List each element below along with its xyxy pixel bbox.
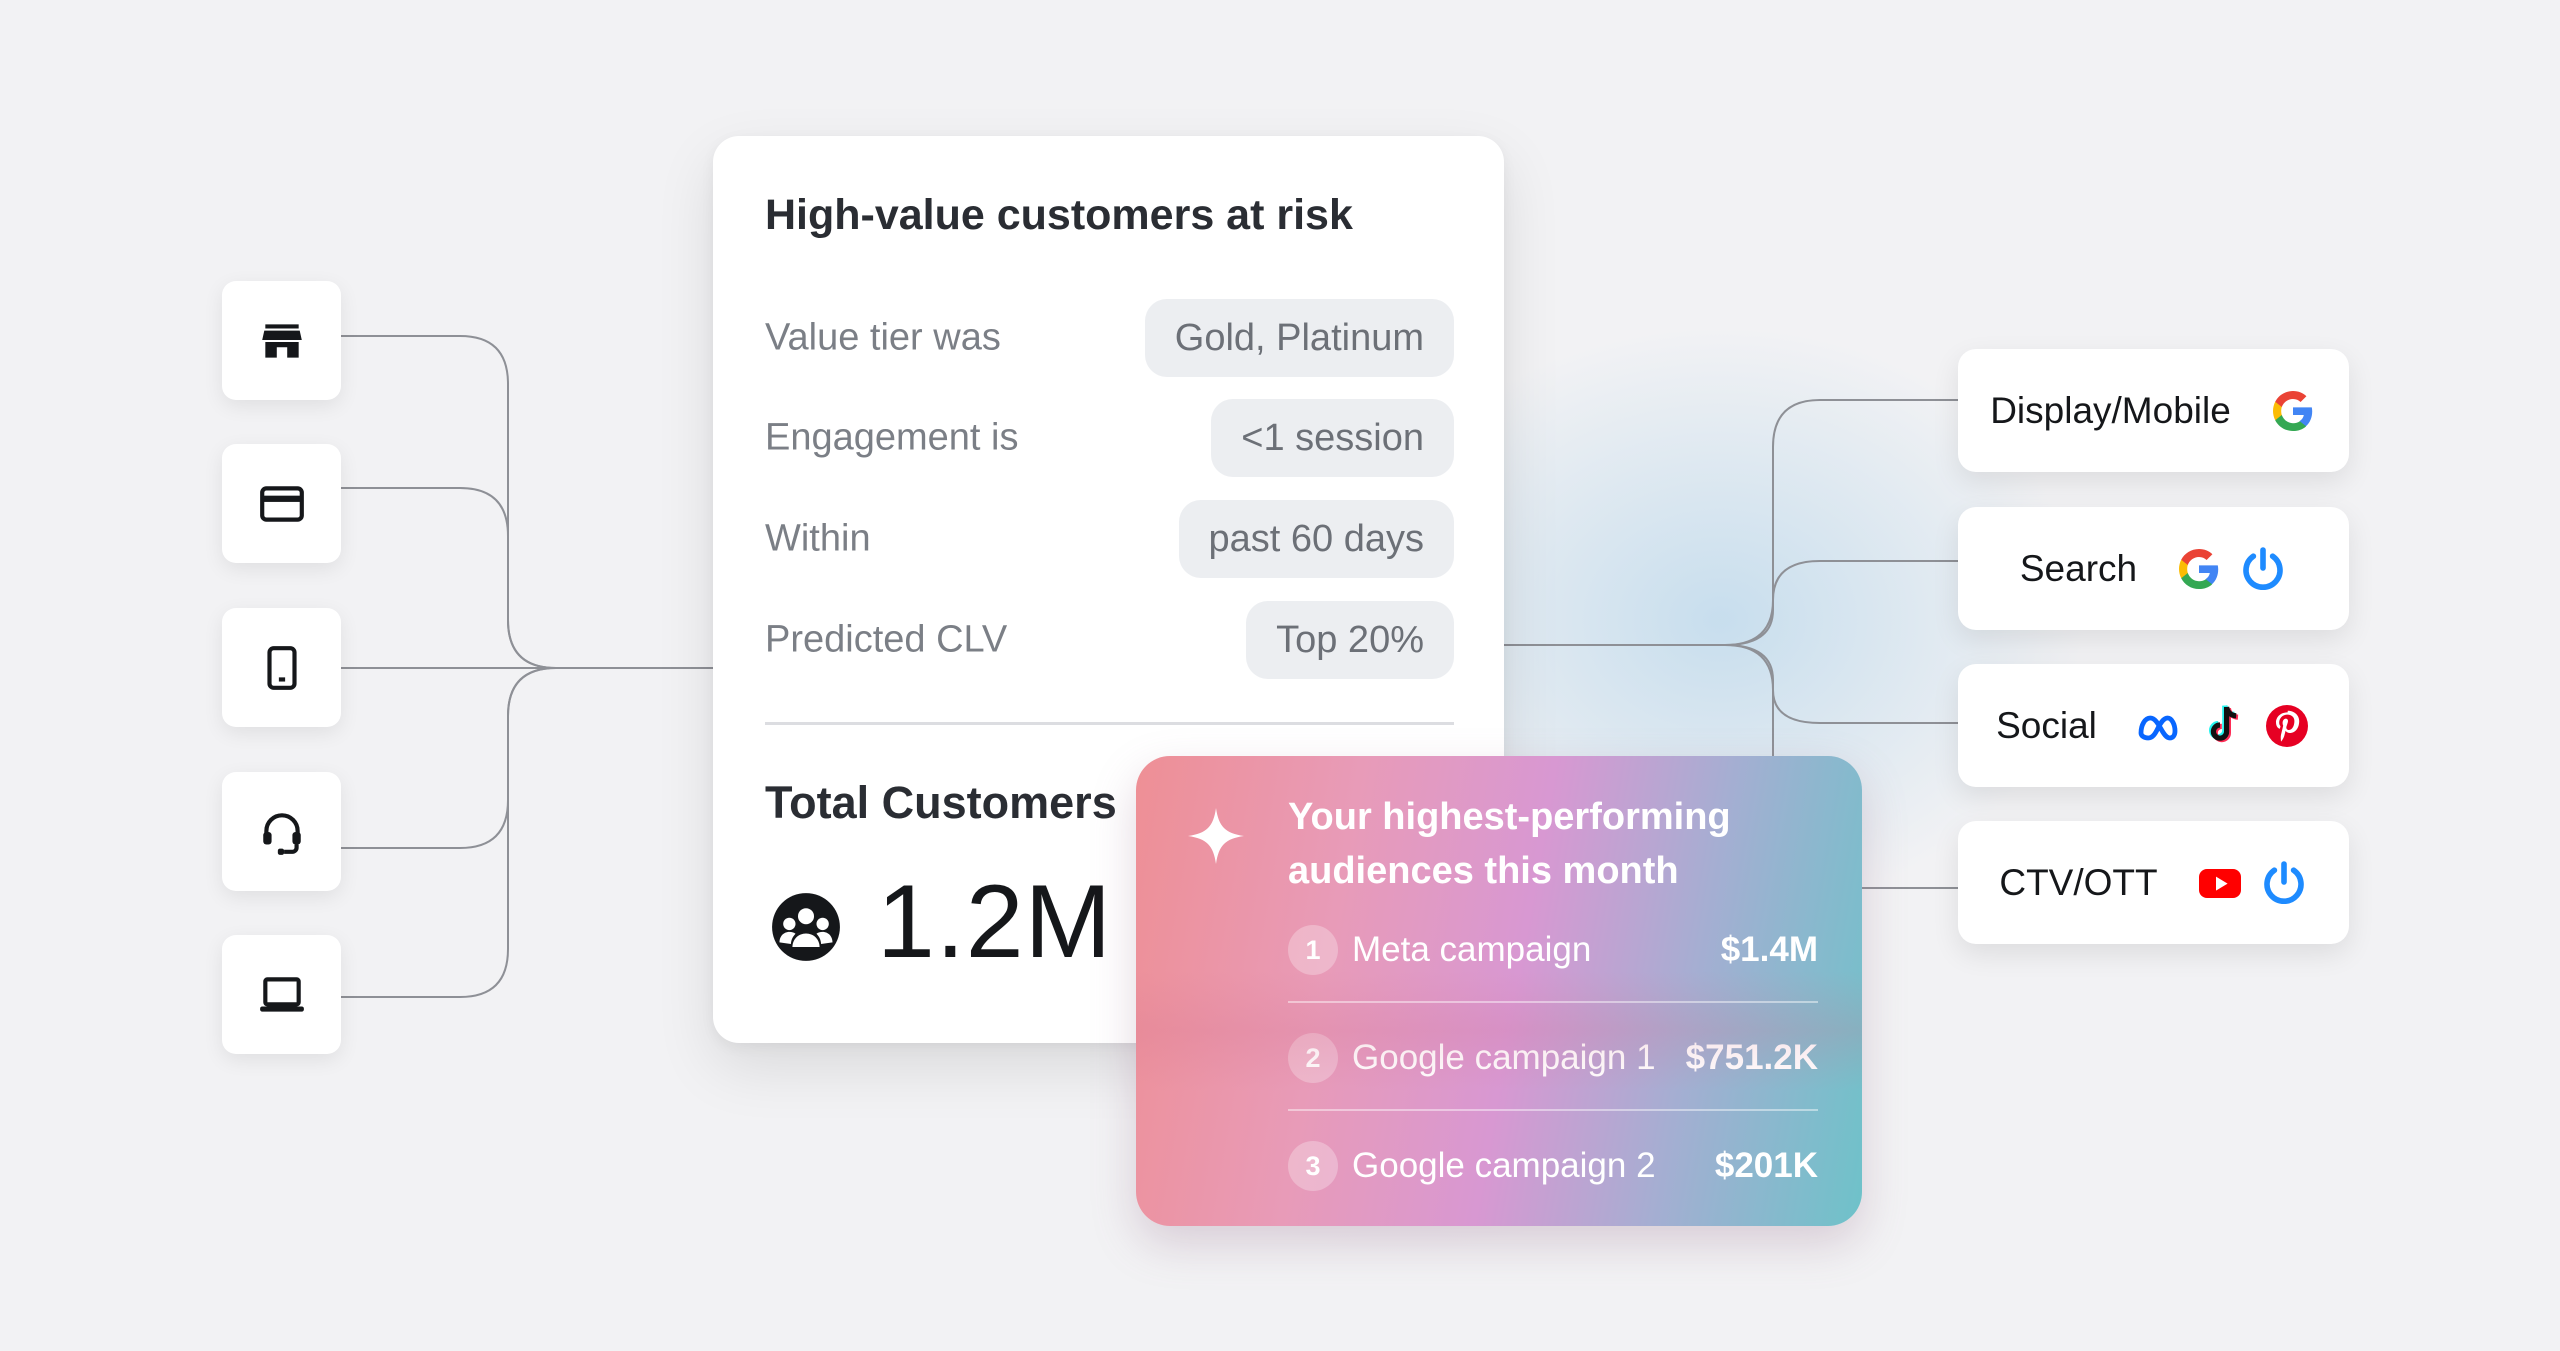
top-audiences-card[interactable]: Your highest-performing audiences this m…: [1136, 756, 1862, 1226]
total-customers-value: 1.2M: [877, 864, 1113, 980]
source-card[interactable]: [222, 444, 341, 563]
channel-label: Search: [2019, 547, 2138, 589]
total-customers-label: Total Customers: [765, 777, 1117, 828]
power-icon: [2263, 860, 2304, 904]
audience-value: $1.4M: [1720, 930, 1818, 969]
tiktok-icon: [2208, 704, 2239, 742]
criteria-value-pill[interactable]: Top 20%: [1246, 601, 1454, 679]
audience-row[interactable]: 1 Meta campaign $1.4M: [1288, 920, 1818, 980]
audience-name: Meta campaign: [1352, 930, 1592, 969]
source-laptop[interactable]: [222, 935, 341, 1054]
channel-social[interactable]: Social: [1958, 664, 2349, 787]
row-divider: [1288, 1109, 1818, 1111]
criteria-row-within: Within past 60 days: [765, 500, 1454, 578]
power-icon: [2243, 546, 2283, 590]
criteria-value-pill[interactable]: past 60 days: [1178, 500, 1454, 578]
top-audiences-title: Your highest-performing audiences this m…: [1288, 796, 1731, 892]
criteria-value-pill[interactable]: <1 session: [1211, 399, 1454, 477]
credit-card-icon: [259, 485, 304, 522]
audience-row[interactable]: 2 Google campaign 1 $751.2K: [1288, 1028, 1818, 1088]
channel-label: Social: [1996, 704, 2097, 746]
source-store[interactable]: [222, 281, 341, 400]
audience-name: Google campaign 2: [1352, 1146, 1656, 1185]
criteria-row-engagement: Engagement is <1 session: [765, 399, 1454, 477]
audience-row[interactable]: 3 Google campaign 2 $201K: [1288, 1136, 1818, 1196]
criteria-value-pill[interactable]: Gold, Platinum: [1144, 299, 1454, 377]
card-divider: [765, 722, 1454, 725]
criteria-label: Within: [765, 517, 871, 560]
row-divider: [1288, 1001, 1818, 1003]
pinterest-icon: [2265, 704, 2308, 747]
audience-value: $751.2K: [1685, 1038, 1818, 1077]
channel-ctv-ott[interactable]: CTV/OTT: [1958, 821, 2349, 944]
channel-label: Display/Mobile: [1990, 389, 2231, 431]
criteria-label: Engagement is: [765, 416, 1019, 459]
criteria-row-predicted-clv: Predicted CLV Top 20%: [765, 601, 1454, 679]
rank-badge: 1: [1288, 925, 1338, 975]
channel-search[interactable]: Search: [1958, 507, 2349, 630]
criteria-label: Predicted CLV: [765, 618, 1008, 661]
sparkle-icon: [1188, 808, 1244, 864]
rank-badge: 3: [1288, 1141, 1338, 1191]
google-icon: [2179, 548, 2219, 589]
channel-label: CTV/OTT: [1999, 861, 2158, 903]
source-support[interactable]: [222, 772, 341, 891]
audience-name: Google campaign 1: [1352, 1038, 1656, 1077]
youtube-icon: [2198, 868, 2241, 898]
headset-icon: [262, 812, 301, 855]
criteria-label: Value tier was: [765, 316, 1001, 359]
audience-value: $201K: [1714, 1146, 1818, 1185]
segment-title: High-value customers at risk: [765, 191, 1353, 239]
audience-group-icon: [772, 893, 840, 961]
meta-icon: [2138, 715, 2178, 740]
google-icon: [2272, 390, 2312, 431]
source-mobile[interactable]: [222, 608, 341, 727]
laptop-icon: [259, 976, 304, 1012]
channel-display-mobile[interactable]: Display/Mobile: [1958, 349, 2349, 472]
criteria-row-value-tier: Value tier was Gold, Platinum: [765, 299, 1454, 377]
rank-badge: 2: [1288, 1033, 1338, 1083]
store-icon: [261, 323, 302, 358]
mobile-phone-icon: [266, 645, 297, 690]
